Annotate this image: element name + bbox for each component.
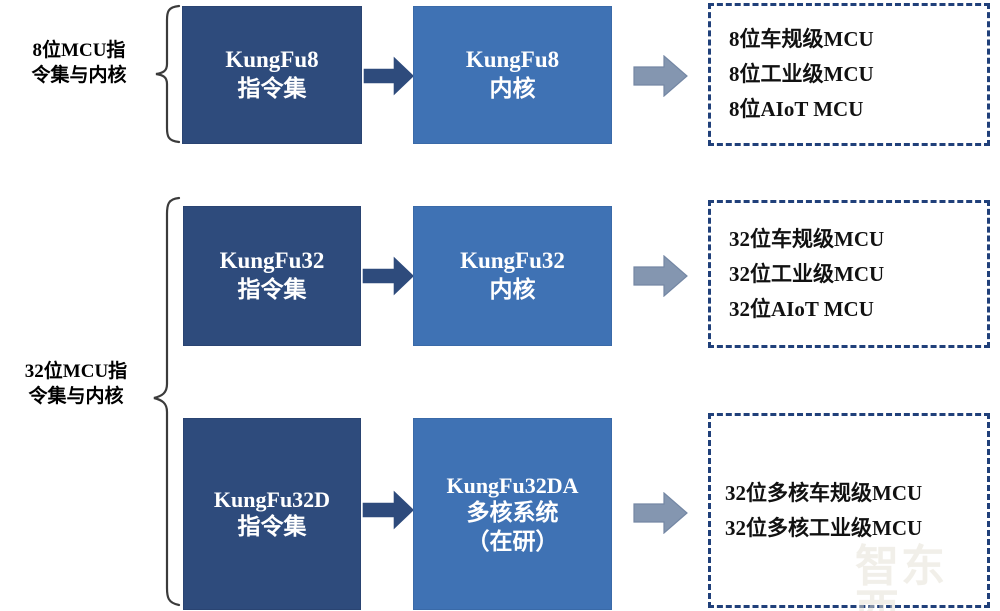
product-item: 8位AIoT MCU <box>729 97 864 121</box>
brace-32bit <box>150 196 182 608</box>
box-latin-label: KungFu8 <box>225 47 319 73</box>
group-label-32bit: 32位MCU指 令集与内核 <box>24 361 128 408</box>
product-item: 8位工业级MCU <box>729 62 874 86</box>
box-core-kungfu32da[interactable]: KungFu32DA 多核系统 （在研） <box>413 418 612 610</box>
product-item: 32位车规级MCU <box>729 226 885 251</box>
products-box-32bit: 32位车规级MCU 32位工业级MCU 32位AIoT MCU <box>708 200 990 348</box>
box-instruction-kungfu32d[interactable]: KungFu32D 指令集 <box>183 418 361 610</box>
box-cjk-label: 内核 <box>489 277 536 302</box>
products-box-8bit: 8位车规级MCU 8位工业级MCU 8位AIoT MCU <box>708 3 990 146</box>
watermark-text: 智东西 <box>855 541 947 611</box>
box-cjk-sublabel: （在研） <box>466 528 559 554</box>
box-cjk-label: 指令集 <box>237 76 307 101</box>
box-core-kungfu32[interactable]: KungFu32 内核 <box>413 206 612 346</box>
products-box-32bit-multicore: 32位多核车规级MCU 32位多核工业级MCU <box>708 413 990 608</box>
brace-8bit <box>152 4 182 144</box>
box-latin-label: KungFu8 <box>465 47 560 73</box>
arrow-instruction-to-core-32bit <box>361 253 416 299</box>
arrow-instruction-to-core-8bit <box>362 53 416 99</box>
box-instruction-kungfu32[interactable]: KungFu32 指令集 <box>183 206 361 346</box>
arrow-instruction-to-core-32bit-multicore <box>361 487 416 533</box>
product-item: 32位AIoT MCU <box>729 296 874 321</box>
box-cjk-label: 指令集 <box>237 277 307 302</box>
box-cjk-label: 多核系统 <box>466 500 559 526</box>
box-cjk-label: 内核 <box>489 76 536 101</box>
box-latin-label: KungFu32 <box>219 248 325 274</box>
product-item: 32位多核工业级MCU <box>725 515 923 540</box>
box-core-kungfu8[interactable]: KungFu8 内核 <box>413 6 612 144</box>
box-latin-label: KungFu32DA <box>446 472 579 498</box>
group-label-8bit: 8位MCU指 令集与内核 <box>31 40 127 87</box>
box-cjk-label: 指令集 <box>237 514 307 540</box>
product-item: 32位工业级MCU <box>729 261 885 286</box>
arrow-core-to-products-32bit-multicore <box>633 492 688 534</box>
product-item: 8位车规级MCU <box>729 27 874 51</box>
box-latin-label: KungFu32 <box>460 248 565 274</box>
box-latin-label: KungFu32D <box>213 487 331 513</box>
product-item: 32位多核车规级MCU <box>725 480 923 505</box>
arrow-core-to-products-8bit <box>633 55 688 97</box>
arrow-core-to-products-32bit <box>633 255 688 297</box>
box-instruction-kungfu8[interactable]: KungFu8 指令集 <box>182 6 362 144</box>
watermark-zhidx: 智东西 zhidx.com <box>855 545 985 611</box>
